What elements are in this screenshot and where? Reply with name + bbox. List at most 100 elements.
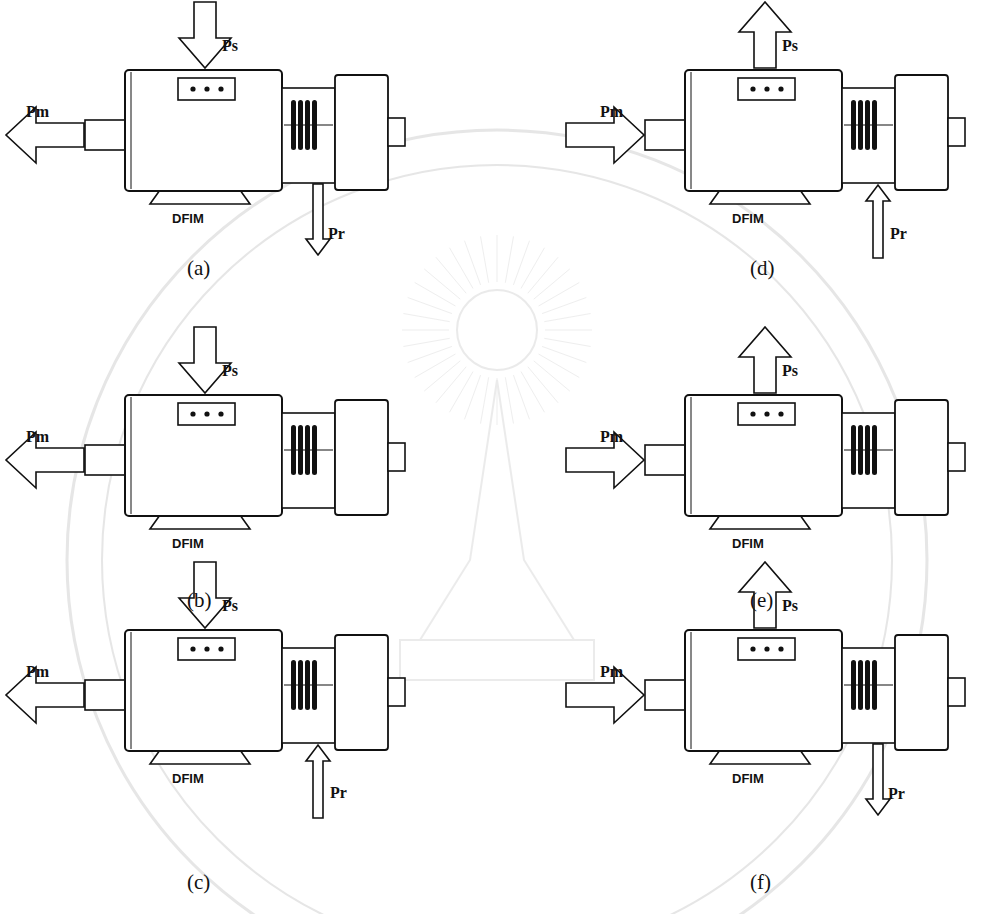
machine-foot xyxy=(150,515,250,529)
stator-body xyxy=(125,630,282,751)
watermark-spire xyxy=(420,380,574,640)
panel-caption: (c) xyxy=(187,872,210,893)
machine-foot xyxy=(710,190,810,204)
rotor-winding xyxy=(298,100,303,150)
terminal-box xyxy=(738,638,795,660)
end-cap xyxy=(335,400,388,515)
watermark-ray xyxy=(481,377,489,423)
watermark-ray xyxy=(424,361,460,391)
rotor-winding xyxy=(872,425,877,475)
watermark-ray xyxy=(402,330,449,331)
machine-foot xyxy=(150,190,250,204)
shaft xyxy=(85,120,127,150)
end-cap xyxy=(335,75,388,190)
watermark-ray xyxy=(403,338,449,346)
watermark-ray xyxy=(424,269,460,299)
watermark-ray xyxy=(545,330,592,331)
watermark-ray xyxy=(505,236,513,282)
rotor-winding xyxy=(858,425,863,475)
terminal-dot xyxy=(778,86,783,91)
watermark-ray xyxy=(539,354,580,378)
stator-body xyxy=(685,630,842,751)
panel-caption: (e) xyxy=(750,590,773,611)
power-label: Pr xyxy=(888,786,905,802)
machine-name: DFIM xyxy=(172,772,204,785)
dfim-machine xyxy=(6,562,405,818)
terminal-box xyxy=(738,78,795,100)
slip-ring-housing xyxy=(842,413,895,508)
shaft xyxy=(948,118,965,146)
rotor-winding xyxy=(851,100,856,150)
shaft xyxy=(388,118,405,146)
rotor-winding xyxy=(312,100,317,150)
slip-ring-housing xyxy=(842,88,895,183)
terminal-dot xyxy=(190,646,195,651)
shaft xyxy=(948,678,965,706)
dfim-machine xyxy=(6,327,405,529)
power-label: Ps xyxy=(222,363,238,379)
shaft xyxy=(645,445,687,475)
rotor-winding xyxy=(305,100,310,150)
panel-caption: (a) xyxy=(187,258,210,279)
power-arrow xyxy=(179,2,231,68)
shaft xyxy=(388,678,405,706)
stator-body xyxy=(125,395,282,516)
terminal-dot xyxy=(190,86,195,91)
watermark-ray xyxy=(528,367,558,403)
machine-foot xyxy=(710,515,810,529)
terminal-dot xyxy=(218,646,223,651)
shaft xyxy=(645,680,687,710)
rotor-winding xyxy=(312,660,317,710)
stator-body xyxy=(685,70,842,191)
rotor-winding xyxy=(872,660,877,710)
power-arrow xyxy=(306,184,330,255)
power-label: Ps xyxy=(222,598,238,614)
terminal-dot xyxy=(204,411,209,416)
watermark-ray xyxy=(403,314,449,322)
watermark-ray xyxy=(436,257,466,293)
power-label: Pm xyxy=(26,429,49,445)
shaft xyxy=(85,445,127,475)
rotor-winding xyxy=(305,425,310,475)
machine-name: DFIM xyxy=(172,212,204,225)
power-arrow xyxy=(179,562,231,628)
rotor-winding xyxy=(865,425,870,475)
rotor-winding xyxy=(858,660,863,710)
slip-ring-housing xyxy=(282,413,335,508)
power-arrow xyxy=(739,562,791,628)
dfim-machine xyxy=(566,2,965,258)
machine-name: DFIM xyxy=(732,537,764,550)
watermark-ray xyxy=(465,241,481,285)
rotor-winding xyxy=(858,100,863,150)
shaft xyxy=(645,120,687,150)
body-edge xyxy=(691,397,692,514)
end-cap xyxy=(335,635,388,750)
terminal-dot xyxy=(190,411,195,416)
watermark-ray xyxy=(544,338,590,346)
watermark-ray xyxy=(505,377,513,423)
power-label: Pm xyxy=(26,664,49,680)
rotor-winding xyxy=(312,425,317,475)
rotor-winding xyxy=(851,660,856,710)
power-label: Pr xyxy=(890,226,907,242)
body-edge xyxy=(131,397,132,514)
power-arrow xyxy=(739,327,791,393)
shaft xyxy=(85,680,127,710)
terminal-dot xyxy=(218,86,223,91)
terminal-dot xyxy=(778,411,783,416)
watermark-base xyxy=(400,640,594,680)
rotor-winding xyxy=(851,425,856,475)
watermark-ray xyxy=(521,248,545,289)
rotor-winding xyxy=(291,425,296,475)
power-label: Ps xyxy=(782,598,798,614)
watermark-ray xyxy=(497,235,498,282)
end-cap xyxy=(895,75,948,190)
dfim-machine xyxy=(566,327,965,529)
terminal-dot xyxy=(764,646,769,651)
power-arrow xyxy=(866,185,890,258)
terminal-box xyxy=(178,403,235,425)
shaft xyxy=(948,443,965,471)
power-label: Pm xyxy=(26,104,49,120)
shaft xyxy=(388,443,405,471)
